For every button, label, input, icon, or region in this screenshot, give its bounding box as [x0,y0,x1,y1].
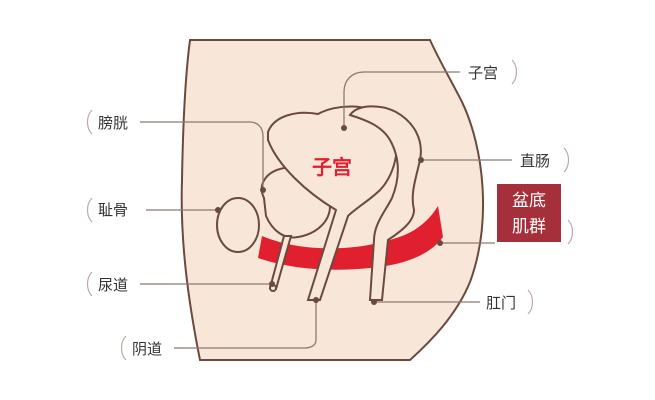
urethra-label: 尿道 [98,276,128,294]
pelvic-floor-box [497,184,561,242]
pelvic-floor-label-line1: 盆底 [512,191,546,211]
pubic-bone-label: 耻骨 [98,201,128,219]
pubic-bone-dot [215,207,221,213]
uterus-label: 子宫 [468,64,498,82]
pelvic-floor-dot [437,240,443,246]
bladder-leader [140,121,264,190]
leader-dots [215,125,443,305]
leader-lines [140,71,512,349]
rectum [348,105,422,301]
bladder-label: 膀胱 [98,114,128,132]
vagina-leader [174,300,317,349]
bladder-dot [260,187,266,193]
labels: 膀胱 耻骨 尿道 阴道 子宫 直肠 肛门 [98,64,550,358]
uterus-dot [341,125,347,131]
anus-dot [371,299,377,305]
rectum-label: 直肠 [520,152,550,170]
pubic-bone [216,197,260,253]
urethra-dot [269,281,275,287]
pelvic-floor-muscle [258,206,443,270]
uterus [267,105,398,301]
pelvic-floor-label-line2: 肌群 [512,217,546,237]
uterus-leader [343,71,460,128]
uterus-center-label: 子宫 [312,155,352,179]
vagina-dot [313,297,319,303]
bracket-marks [86,59,574,361]
anus-label: 肛门 [486,294,516,312]
rectum-dot [418,157,424,163]
vagina-label: 阴道 [132,340,162,358]
